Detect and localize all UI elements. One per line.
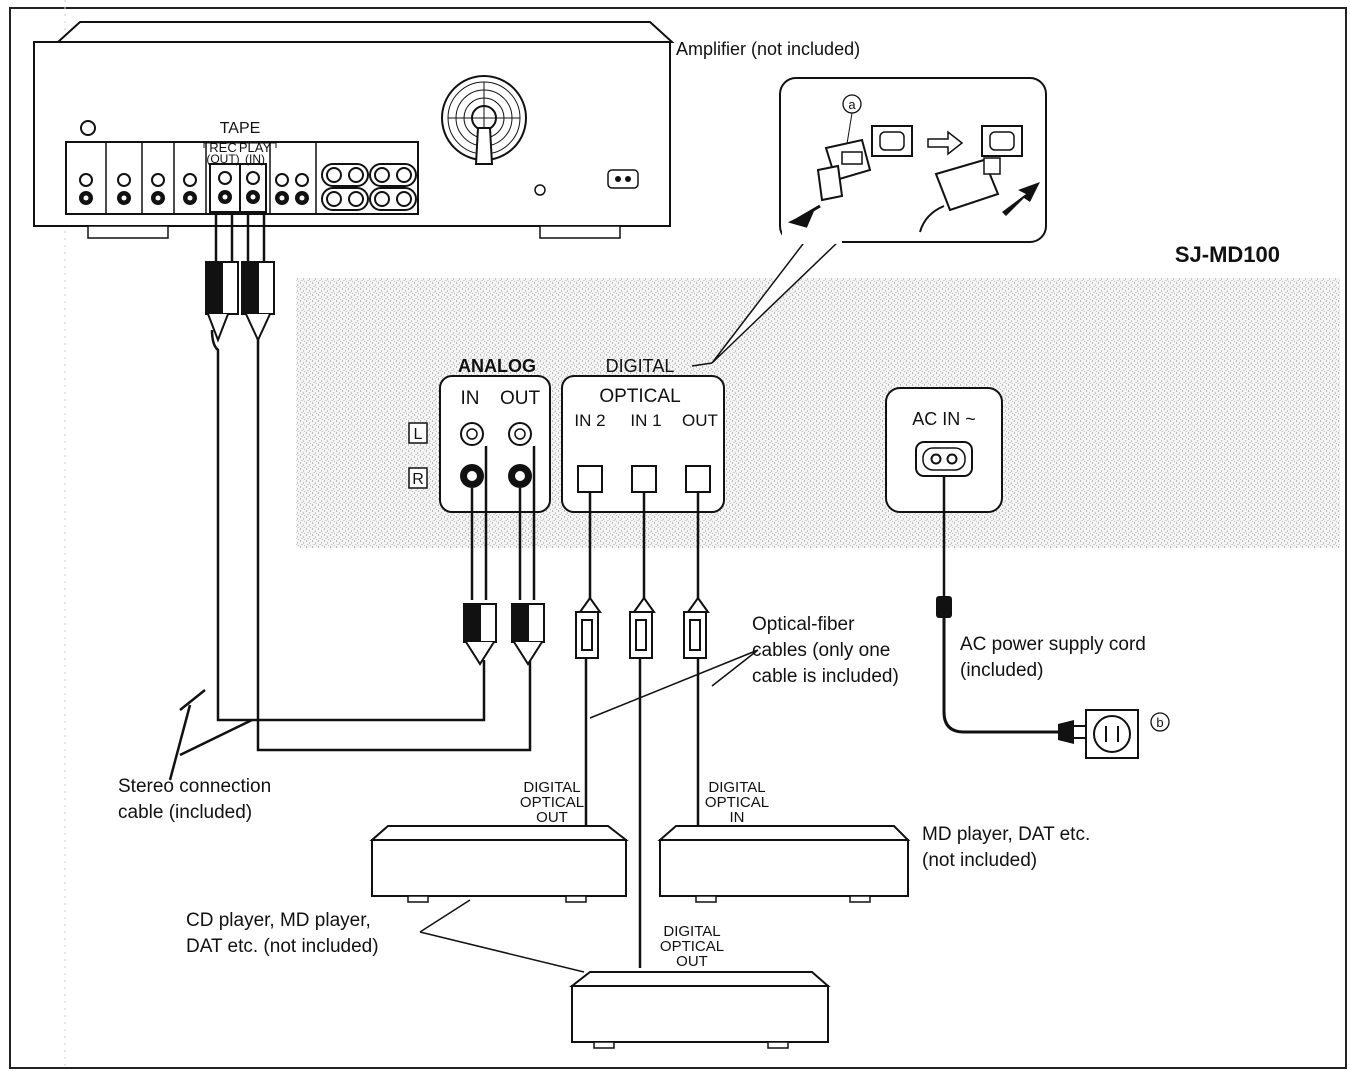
cd-player-label-2: DAT etc. (not included) [186,936,379,957]
optical-cables-label-3: cable is included) [752,666,899,687]
fan-icon [441,75,527,165]
amp-ac-inlet-icon [607,169,639,189]
optical-in2-label: IN 2 [574,411,605,430]
power-cord [936,476,1139,759]
device2-digital: DIGITAL [708,779,765,796]
device1-out: OUT [536,809,568,826]
analog-label: ANALOG [458,356,536,376]
amplifier: TAPE REC (OUT) PLAY (IN) [33,21,675,239]
md-player-device [657,825,911,903]
ac-cord-label-2: (included) [960,660,1043,681]
device3-out: OUT [676,953,708,970]
device3-optical: OPTICAL [660,938,724,955]
ac-cord-label-1: AC power supply cord [960,634,1146,655]
digital-label: DIGITAL [606,356,675,376]
play-in-label: (IN) [245,152,265,166]
md-player-label-1: MD player, DAT etc. [922,824,1090,845]
cd-player-device [369,825,629,903]
callout-a: a [848,97,856,112]
optical-in1-label: IN 1 [630,411,661,430]
stereo-cable-label-2: cable (included) [118,802,252,823]
device2-in: IN [730,809,745,826]
page-frame [9,7,1347,1069]
md-player-label-2: (not included) [922,850,1037,871]
bottom-player-device [569,971,831,1049]
rec-out-label: (OUT) [206,152,239,166]
tape-label: TAPE [220,120,261,137]
rec-label: REC [209,140,236,155]
ac-in-label: AC IN ~ [912,409,976,429]
stereo-cable-label-1: Stereo connection [118,776,271,797]
optical-pointer [589,649,759,719]
device3-digital: DIGITAL [663,923,720,940]
model-name: SJ-MD100 [1175,242,1280,267]
cd-player-label-1: CD player, MD player, [186,910,371,931]
analog-out-label: OUT [500,388,541,409]
amplifier-label: Amplifier (not included) [676,39,860,59]
cd-player-pointer [419,899,585,973]
optical-label: OPTICAL [599,386,680,407]
device1-digital: DIGITAL [523,779,580,796]
right-channel-label: R [412,471,424,488]
optical-cables-label-1: Optical-fiber [752,614,855,635]
optical-cables-label-2: cables (only one [752,640,890,661]
optical-cables [584,492,700,968]
callout-b: b [1156,715,1163,730]
optical-out-label: OUT [682,411,718,430]
rca-plugs-unit [463,603,545,666]
analog-cable-unit [470,446,536,600]
device2-optical: OPTICAL [705,794,769,811]
analog-jacks [460,422,532,488]
analog-in-label: IN [461,388,480,409]
left-channel-label: L [414,426,423,443]
rca-plugs-amp [205,261,275,343]
device1-optical: OPTICAL [520,794,584,811]
play-label: PLAY [239,140,272,155]
optical-plugs [575,596,710,659]
optical-plug-inset: a [711,77,1047,364]
optical-jacks [577,465,711,493]
